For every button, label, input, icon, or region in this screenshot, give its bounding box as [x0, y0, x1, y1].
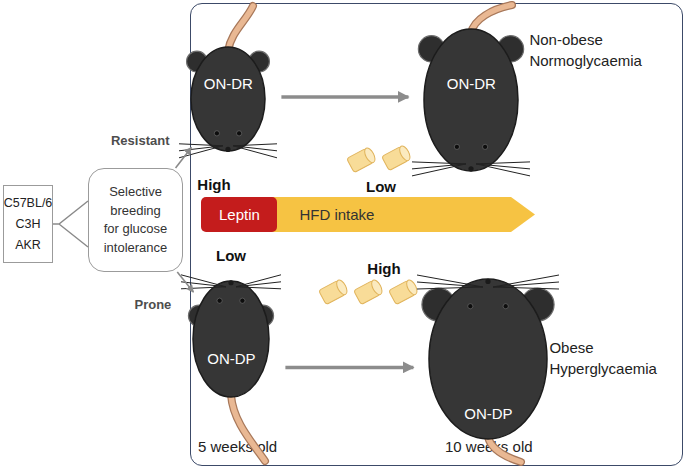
mouse-nose [229, 281, 234, 286]
mouse-whisker [179, 144, 223, 146]
mouse-body [429, 279, 547, 439]
intake-arrow: HFD intake [269, 197, 535, 232]
mouse-whisker [493, 275, 559, 287]
mouse-whisker [181, 282, 226, 287]
mouse-illustration [193, 281, 269, 397]
mouse-whisker [236, 275, 281, 287]
mouse-whisker [476, 162, 530, 164]
mouse-tail-outline [231, 395, 265, 461]
hormone-label: Leptin [219, 206, 260, 223]
level-label: High [367, 260, 400, 277]
mouse-tail-outline [488, 437, 521, 462]
mouse-eye [237, 131, 242, 136]
mouse-tail-outline [228, 6, 253, 51]
mouse-whisker [493, 282, 559, 287]
mouse-tail [228, 6, 253, 51]
food-pellet [347, 146, 377, 172]
strain-label: ON-DR [191, 75, 265, 93]
mouse-body [193, 281, 269, 397]
mouse-whisker [181, 287, 226, 289]
mouse-eye [455, 145, 460, 150]
strain-label: ON-DP [193, 350, 269, 368]
mouse-whisker [417, 287, 483, 289]
connector-arrow [177, 272, 193, 292]
mouse-whisker [236, 287, 281, 289]
strain-label: ON-DP [429, 405, 547, 423]
phenotype-label: Non-obese Normoglycaemia [529, 29, 654, 71]
mouse-nose [486, 279, 491, 284]
edge-label: Resistant [111, 132, 170, 147]
connector-arrow [53, 201, 88, 247]
level-label: Low [366, 178, 396, 195]
connector-arrow [281, 95, 408, 99]
mouse-whisker [493, 287, 559, 289]
mouse-whisker [236, 282, 281, 287]
mouse-figure: ON-DPObese Hyperglycaemia [429, 279, 547, 439]
mouse-nose [226, 147, 231, 152]
mouse-illustration [191, 47, 265, 151]
process-box: Selective breeding for glucose intoleran… [88, 168, 183, 272]
mouse-body [191, 47, 265, 151]
connector-arrow [285, 366, 413, 370]
pellet-end [370, 278, 385, 296]
edge-label: Prone [134, 297, 171, 312]
mouse-whisker [179, 146, 223, 151]
pellet-end [398, 144, 413, 162]
strain-names: C57BL/6 C3H AKR [4, 193, 53, 256]
mouse-body [424, 29, 518, 171]
mouse-figure: ON-DP [193, 281, 269, 397]
age-label: 5 weeks old [198, 438, 277, 455]
mouse-nose [469, 167, 474, 172]
process-text: Selective breeding for glucose intoleran… [104, 183, 168, 257]
mouse-whisker [179, 146, 223, 158]
mouse-eye [240, 299, 245, 304]
food-pellet [389, 278, 419, 304]
mouse-whisker [417, 275, 483, 287]
mouse-figure: ON-DR [191, 47, 265, 151]
mouse-whisker [233, 146, 277, 151]
panel-box: 5 weeks old10 weeks oldON-DRON-DRNon-obe… [190, 3, 683, 466]
mouse-whisker [412, 162, 466, 164]
mouse-whisker [476, 164, 530, 176]
leptin-box: Leptin [201, 197, 277, 232]
strain-label: ON-DR [424, 75, 518, 93]
mouse-whisker [476, 164, 530, 169]
strain-box: C57BL/6 C3H AKR [3, 185, 53, 263]
connector-arrow [176, 147, 192, 168]
mouse-whisker [233, 144, 277, 146]
level-label: High [197, 176, 230, 193]
pellet-end [363, 146, 378, 164]
mouse-whisker [412, 164, 466, 169]
level-label: Low [216, 247, 246, 264]
pellet-end [405, 278, 420, 296]
mouse-illustration [424, 29, 518, 171]
phenotype-label: Obese Hyperglycaemia [549, 337, 669, 379]
mouse-eye [468, 304, 473, 309]
mouse-eye [483, 145, 488, 150]
food-pellet [319, 278, 349, 304]
mouse-tail [488, 437, 521, 462]
mouse-eye [503, 304, 508, 309]
mouse-tail [231, 395, 265, 461]
food-pellet [354, 278, 384, 304]
pellet-end [335, 278, 350, 296]
food-pellet [382, 144, 412, 170]
arrow-band-fill [269, 197, 535, 232]
mouse-whisker [233, 146, 277, 158]
mouse-eye [217, 299, 222, 304]
mouse-eye [215, 131, 220, 136]
mouse-whisker [417, 282, 483, 287]
mouse-whisker [412, 164, 466, 176]
intake-label: HFD intake [299, 206, 374, 223]
mouse-figure: ON-DRNon-obese Normoglycaemia [424, 29, 518, 171]
mouse-whisker [181, 275, 226, 287]
